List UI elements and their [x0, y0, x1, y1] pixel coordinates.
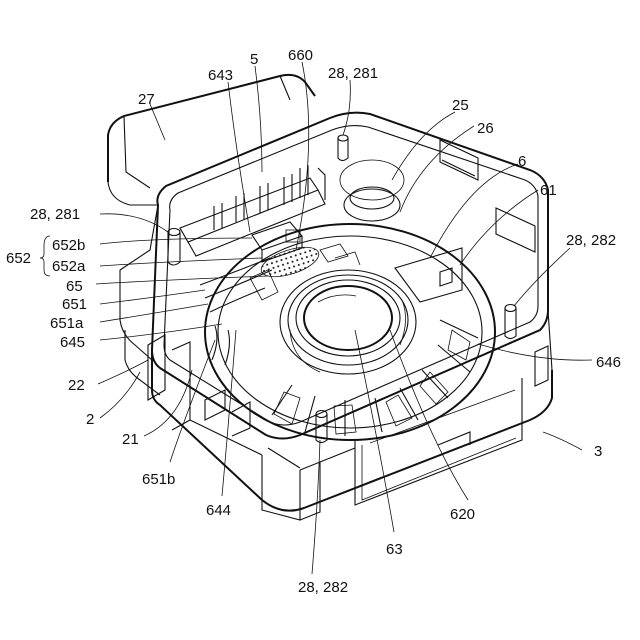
- boss-28-281-left: [168, 229, 180, 266]
- label-61: 61: [540, 182, 557, 199]
- label-26: 26: [477, 120, 494, 137]
- label-2: 2: [86, 411, 94, 428]
- label-620: 620: [450, 506, 475, 523]
- leader-lines: [40, 62, 592, 574]
- label-652: 652: [6, 250, 31, 267]
- reference-labels: 27 5 643 660 28, 281 25 26 6 61 28, 282 …: [6, 47, 621, 596]
- label-65: 65: [66, 278, 83, 295]
- boss-28-282-right: [505, 305, 516, 339]
- rib-right: [496, 208, 535, 252]
- label-644: 644: [206, 502, 231, 519]
- label-645: 645: [60, 334, 85, 351]
- label-3: 3: [594, 443, 602, 460]
- label-646: 646: [596, 354, 621, 371]
- label-643: 643: [208, 67, 233, 84]
- label-22: 22: [68, 377, 85, 394]
- label-28-281-left: 28, 281: [30, 206, 80, 223]
- label-652a: 652a: [52, 258, 86, 275]
- outer-housing: [120, 113, 552, 520]
- label-660: 660: [288, 47, 313, 64]
- label-28-281-top: 28, 281: [328, 65, 378, 82]
- speaker-6: [205, 224, 495, 440]
- boss-25: [340, 160, 404, 221]
- boss-28-281-top: [338, 135, 348, 161]
- label-651b: 651b: [142, 471, 175, 488]
- label-6: 6: [518, 153, 526, 170]
- label-63: 63: [386, 541, 403, 558]
- label-25: 25: [452, 97, 469, 114]
- label-21: 21: [122, 431, 139, 448]
- label-652b: 652b: [52, 237, 85, 254]
- label-27: 27: [138, 91, 155, 108]
- label-5: 5: [250, 51, 258, 68]
- label-28-282-bottom: 28, 282: [298, 579, 348, 596]
- label-651: 651: [62, 296, 87, 313]
- label-28-282-right: 28, 282: [566, 232, 616, 249]
- label-651a: 651a: [50, 315, 84, 332]
